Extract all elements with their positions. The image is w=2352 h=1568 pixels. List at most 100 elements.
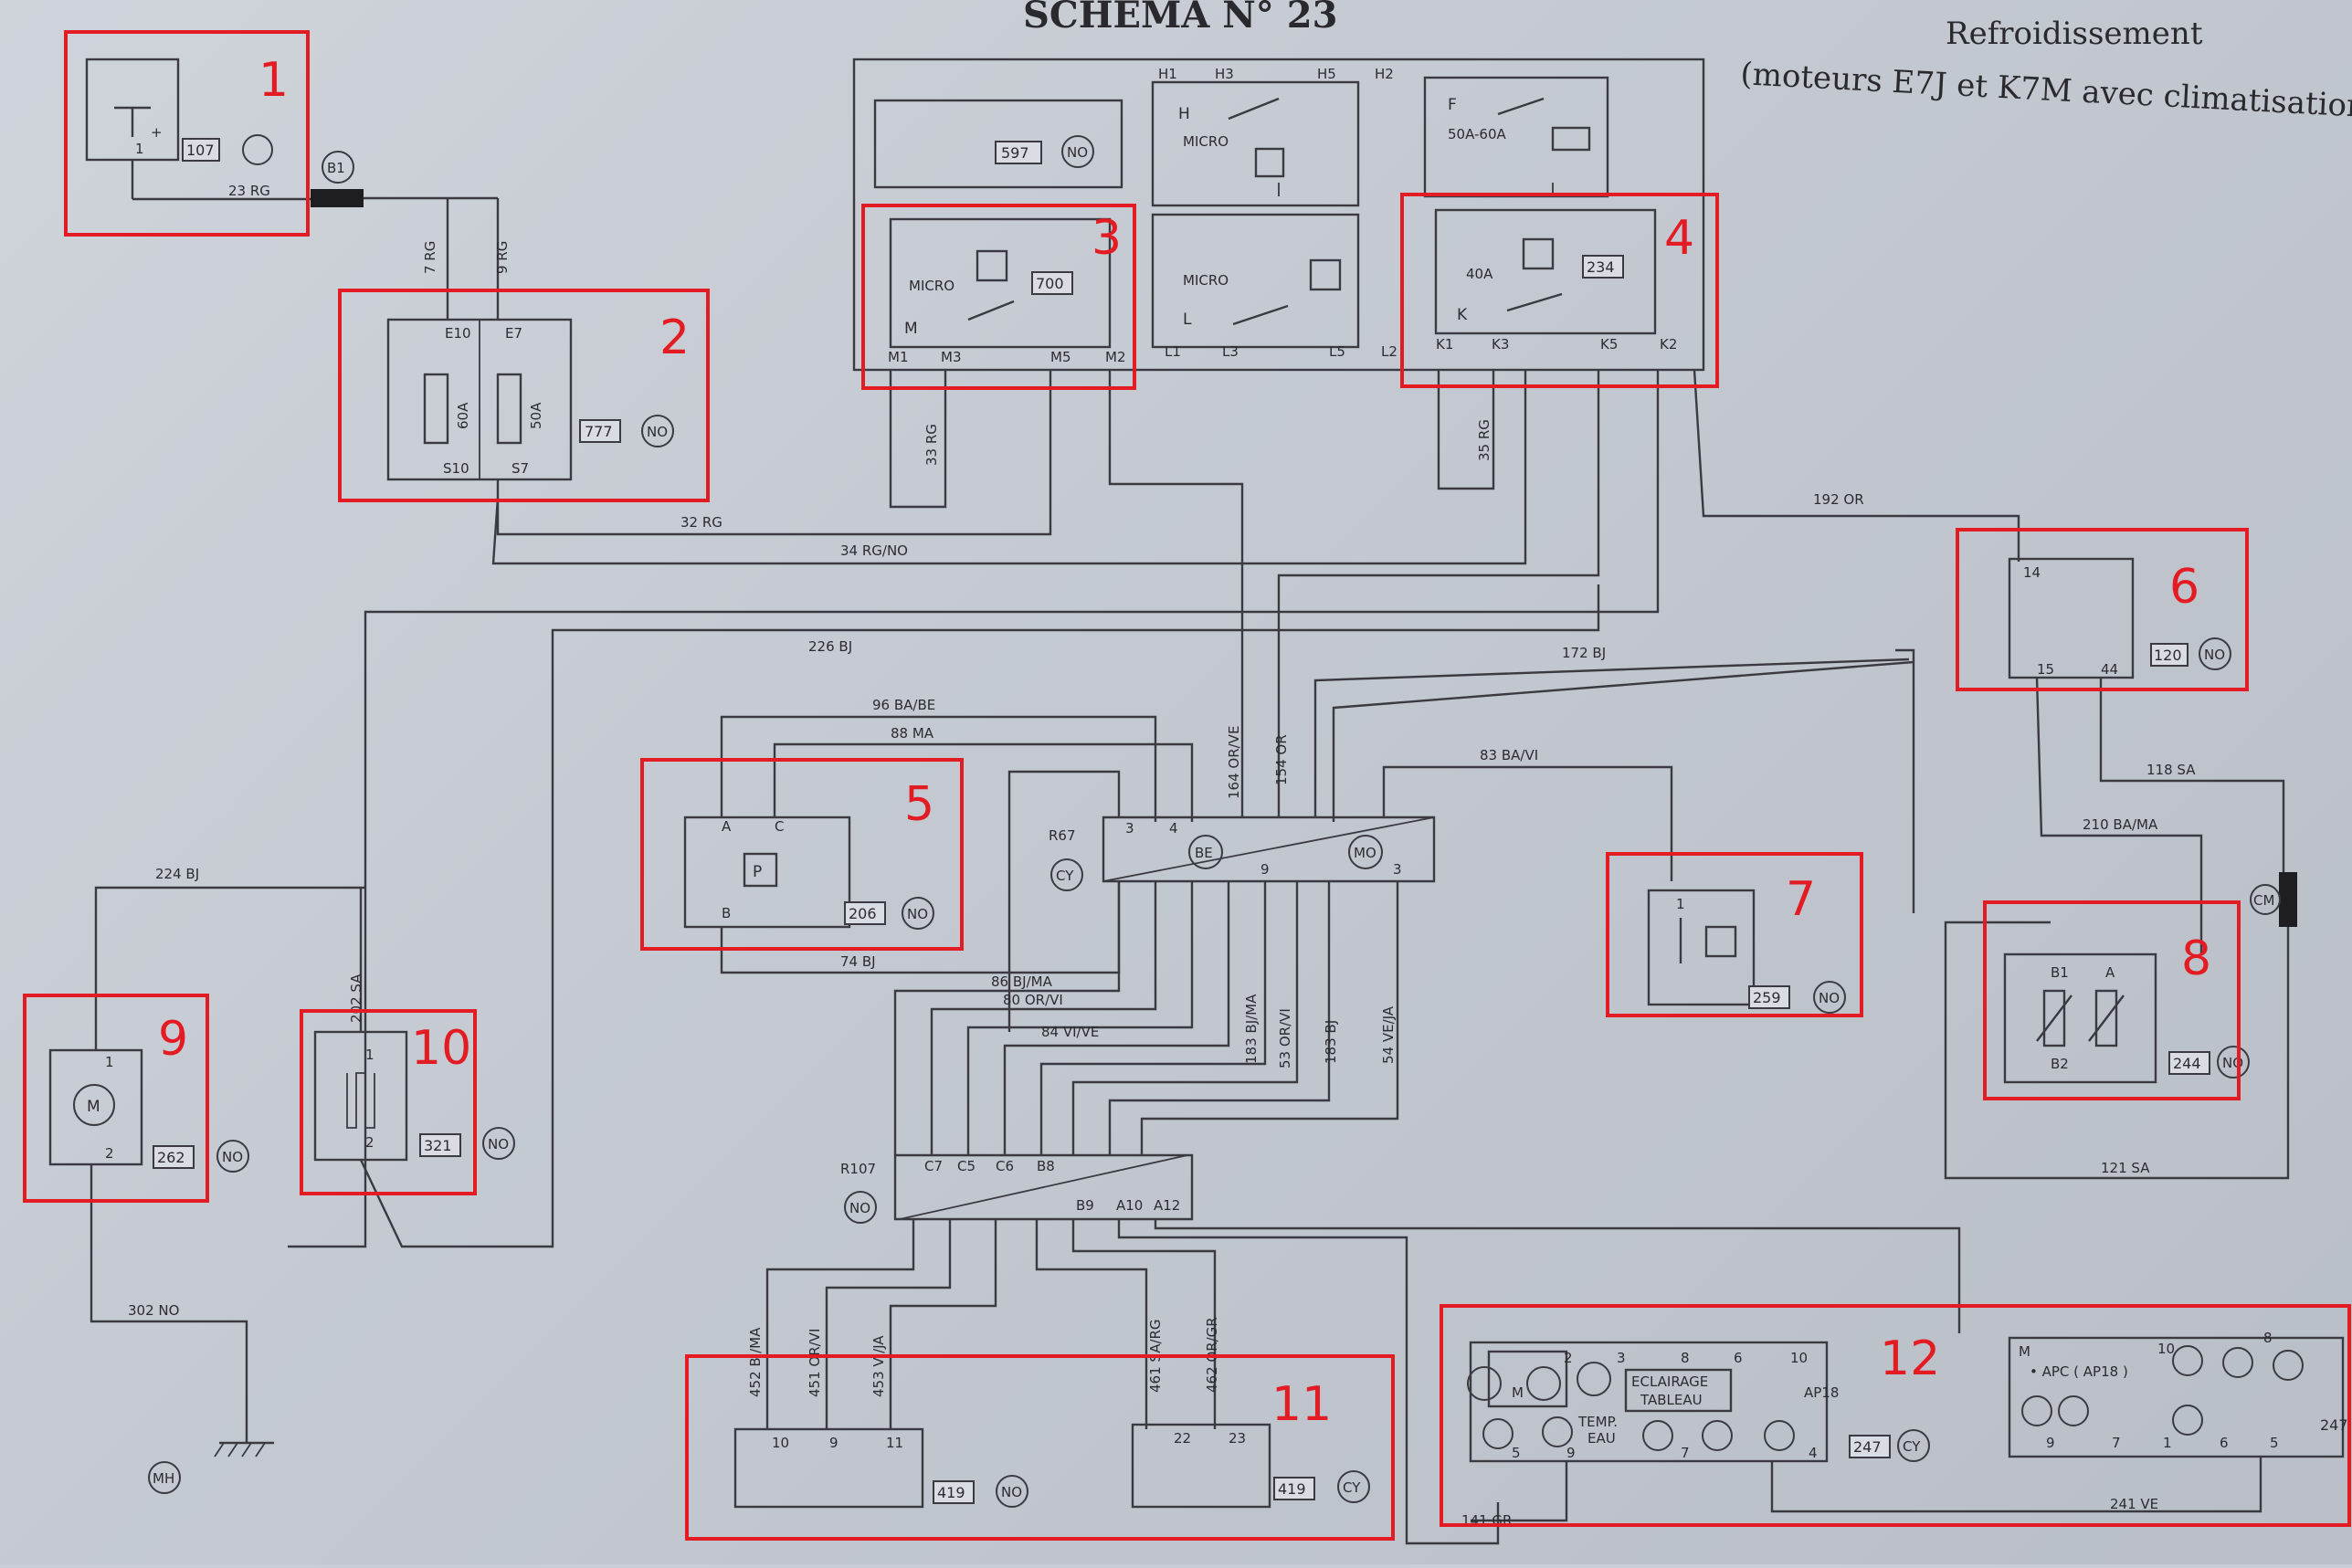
svg-text:9: 9 xyxy=(1566,1445,1576,1461)
connector-r107: C7 C5 C6 B8 B9 A10 A12 xyxy=(893,1153,1194,1221)
label-321: 321 xyxy=(424,1137,452,1154)
label-107: 107 xyxy=(186,142,215,159)
label-206: 206 xyxy=(849,905,877,922)
label-262: 262 xyxy=(157,1149,185,1166)
svg-text:A: A xyxy=(722,818,732,835)
marker-9: 9 xyxy=(158,1012,188,1067)
svg-text:H5: H5 xyxy=(1317,66,1336,82)
relay-k-234: 40A K 234 K1 K3 K5 K2 xyxy=(1434,208,1677,353)
fan-motor-262: M 1 2 262 NO xyxy=(48,1048,249,1173)
svg-text:L: L xyxy=(1183,310,1192,329)
svg-text:L3: L3 xyxy=(1222,343,1239,360)
svg-text:NO: NO xyxy=(1819,990,1840,1006)
svg-text:NO: NO xyxy=(1001,1484,1022,1500)
svg-text:A: A xyxy=(2105,964,2115,981)
svg-text:C6: C6 xyxy=(996,1158,1014,1174)
svg-text:11: 11 xyxy=(886,1435,903,1451)
svg-text:H1: H1 xyxy=(1158,66,1177,82)
instrument-cluster-247-no: M • APC ( AP18 ) 10 8 9 7 1 6 5 247 xyxy=(2008,1330,2348,1458)
wire-23-rg: 23 RG xyxy=(228,183,270,199)
svg-text:K2: K2 xyxy=(1660,336,1677,353)
wire-88-ma: 88 MA xyxy=(891,725,934,742)
svg-text:H: H xyxy=(1178,105,1190,123)
connector-bar-cm xyxy=(2279,872,2297,927)
svg-text:3: 3 xyxy=(1393,861,1402,878)
svg-text:K1: K1 xyxy=(1436,336,1453,353)
label-700: 700 xyxy=(1036,275,1064,292)
svg-text:M3: M3 xyxy=(941,349,962,365)
label-419-b: 419 xyxy=(1278,1480,1306,1498)
svg-text:+: + xyxy=(151,124,163,141)
sensors-244: B1 A B2 244 NO xyxy=(2003,952,2250,1084)
svg-text:A12: A12 xyxy=(1154,1197,1180,1214)
marker-7: 7 xyxy=(1786,872,1816,927)
svg-text:M5: M5 xyxy=(1050,349,1071,365)
svg-text:AP18: AP18 xyxy=(1804,1384,1839,1401)
svg-text:9: 9 xyxy=(1260,861,1270,878)
connector-bar-b1 xyxy=(311,189,364,207)
svg-text:C7: C7 xyxy=(924,1158,943,1174)
connector-mo: MO xyxy=(1354,845,1376,861)
svg-text:3: 3 xyxy=(1617,1350,1626,1366)
fuse-box-777: E10 E7 60A 50A S10 S7 777 NO xyxy=(386,318,674,481)
marker-4: 4 xyxy=(1664,211,1694,266)
svg-text:4: 4 xyxy=(1809,1445,1818,1461)
svg-text:CY: CY xyxy=(1343,1479,1361,1496)
label-120: 120 xyxy=(2154,647,2182,664)
wire-302-no: 302 NO xyxy=(128,1302,179,1319)
svg-text:10: 10 xyxy=(2157,1341,2175,1357)
wire-35-rg: 35 RG xyxy=(1476,419,1492,461)
marker-5: 5 xyxy=(904,777,934,832)
svg-text:1: 1 xyxy=(365,1047,374,1063)
svg-text:6: 6 xyxy=(1734,1350,1743,1366)
connector-r107-label: R107 xyxy=(840,1161,876,1177)
svg-text:597: 597 xyxy=(1001,144,1029,162)
wire-84-vi-ve: 84 VI/VE xyxy=(1041,1024,1099,1040)
wire-121-sa: 121 SA xyxy=(2101,1160,2150,1176)
svg-text:NO: NO xyxy=(647,424,668,440)
svg-text:H2: H2 xyxy=(1375,66,1394,82)
label-234: 234 xyxy=(1587,258,1615,276)
wire-210-ba-ma: 210 BA/MA xyxy=(2083,816,2158,833)
svg-text:1: 1 xyxy=(135,141,144,157)
connector-r67: R67 xyxy=(1049,827,1076,844)
ecu-419-cy: 22 23 419 CY xyxy=(1131,1423,1370,1509)
wire-v3: 183 BJ xyxy=(1323,1020,1339,1064)
svg-text:50A-60A: 50A-60A xyxy=(1448,126,1507,142)
label-259: 259 xyxy=(1753,989,1781,1006)
svg-text:2: 2 xyxy=(365,1134,374,1151)
wire-33-rg: 33 RG xyxy=(923,424,940,466)
eclairage-label: ECLAIRAGE xyxy=(1631,1373,1708,1390)
svg-text:L2: L2 xyxy=(1381,343,1397,360)
svg-text:M1: M1 xyxy=(888,349,909,365)
resistor-321: 1 2 321 NO xyxy=(313,1030,515,1162)
pressure-switch-206: A C B P 206 NO xyxy=(683,816,934,930)
wire-241-ve: 241 VE xyxy=(2110,1496,2158,1512)
svg-text:S10: S10 xyxy=(443,460,469,477)
svg-text:K: K xyxy=(1457,306,1468,324)
svg-text:CY: CY xyxy=(1903,1438,1921,1455)
marker-8: 8 xyxy=(2181,931,2211,986)
connector-be: BE xyxy=(1195,845,1213,861)
wire-202-sa: 202 SA xyxy=(348,973,364,1023)
connector-b1: B1 xyxy=(327,160,345,176)
svg-text:40A: 40A xyxy=(1466,266,1493,282)
svg-text:B: B xyxy=(722,905,731,921)
wire-453-vi-ja: 453 VI/JA xyxy=(870,1335,887,1397)
wire-74-bj: 74 BJ xyxy=(840,953,876,970)
temp-switch-259: 1 259 NO xyxy=(1647,889,1846,1014)
wire-154-or: 154 OR xyxy=(1273,734,1290,785)
marker-12: 12 xyxy=(1880,1331,1940,1386)
ecu-419-no: 10 9 11 419 NO xyxy=(733,1427,1028,1509)
label-244: 244 xyxy=(2173,1055,2201,1072)
svg-text:C: C xyxy=(775,818,784,835)
temp-label: TEMP. xyxy=(1577,1414,1618,1430)
wire-80-or-vi: 80 OR/VI xyxy=(1003,992,1063,1008)
wire-192-or: 192 OR xyxy=(1813,491,1864,508)
svg-text:M: M xyxy=(2019,1343,2030,1360)
wire-32-rg: 32 RG xyxy=(680,514,722,531)
connector-be-mo: BE MO 3 4 9 3 xyxy=(1102,816,1436,883)
wire-34-rg-no: 34 RG/NO xyxy=(840,542,908,559)
